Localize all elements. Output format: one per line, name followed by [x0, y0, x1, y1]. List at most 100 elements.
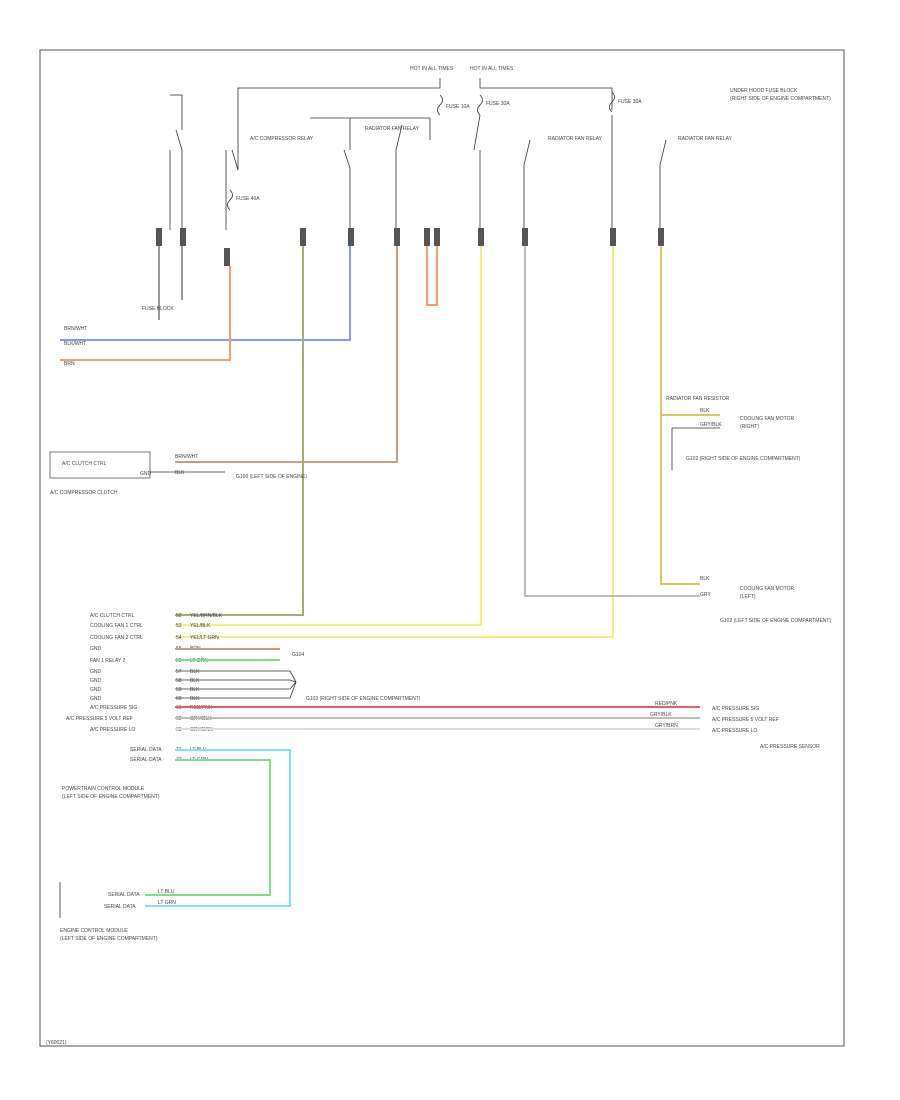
pcm-pin-label: FAN 1 RELAY 2 — [90, 658, 126, 664]
compressor-label: A/C COMPRESSOR CLUTCH — [50, 490, 118, 496]
pcm-pin-label: GND — [90, 646, 102, 652]
ground-ref-2: G104 — [292, 652, 304, 658]
under-hood-block-label: UNDER HOOD FUSE BLOCK — [730, 88, 798, 94]
pcm-pin-color: BLK — [190, 696, 200, 702]
bus-line-right — [479, 78, 613, 110]
diagram-border — [39, 49, 845, 1047]
pcm-pin-label: A/C PRESSURE SIG — [90, 705, 137, 711]
pcm-block: A/C CLUTCH CTRL 52 YEL/BRN/BLK COOLING F… — [66, 613, 223, 763]
sensor-wire-2: GRY/BLK — [650, 712, 672, 718]
pcm-pin-row: GND 58 BLK — [90, 678, 200, 684]
pcm-pin-color: YEL/BRN/BLK — [190, 613, 223, 619]
ecm-pin-2: SERIAL DATA — [104, 904, 136, 910]
compressor-clutch-box — [49, 451, 151, 479]
sensor-title: A/C PRESSURE SENSOR — [760, 744, 820, 750]
pcm-pin-row: A/C CLUTCH CTRL 52 YEL/BRN/BLK — [90, 613, 223, 619]
resistor-wire-1: BLK — [700, 408, 710, 414]
wire-olive — [175, 246, 304, 616]
fan-2-ground: G102 (LEFT SIDE OF ENGINE COMPARTMENT) — [720, 618, 831, 624]
ecm-wire-1: LT BLU — [158, 889, 175, 895]
pcm-subtitle: (LEFT SIDE OF ENGINE COMPARTMENT) — [62, 794, 160, 800]
pcm-pin-color: BLK — [190, 678, 200, 684]
relay-switch-4 — [473, 114, 531, 230]
ground-g100-label: G100 (LEFT SIDE OF ENGINE) — [236, 474, 307, 480]
pcm-pin-number: 53 — [176, 623, 182, 629]
left-conn-1: BRN/WHT — [64, 326, 87, 332]
sensor-wire-3: GRY/BRN — [655, 723, 678, 729]
relay-2-label: RADIATOR FAN RELAY — [365, 126, 420, 132]
fuse-b-label: FUSE 30A — [486, 101, 510, 107]
compressor-wire-1: BRN/WHT — [175, 454, 198, 460]
pcm-pin-row: GND 60 BLK — [90, 696, 200, 702]
relay-3-label: RADIATOR FAN RELAY — [548, 136, 603, 142]
relay-switch-5 — [611, 115, 667, 230]
pcm-pin-label: SERIAL DATA — [130, 747, 162, 753]
under-hood-block-sub: (RIGHT SIDE OF ENGINE COMPARTMENT) — [730, 96, 831, 102]
pcm-pin-number: 52 — [176, 613, 182, 619]
hot-label-left: HOT IN ALL TIMES — [410, 66, 454, 72]
resistor-wire-2: GRY/BLK — [700, 422, 722, 428]
wire-blue — [60, 246, 351, 341]
relay-1-label: A/C COMPRESSOR RELAY — [250, 136, 314, 142]
pcm-pin-label: A/C PRESSURE LO — [90, 727, 135, 733]
relay-switch-2 — [225, 149, 239, 230]
pcm-pin-row: GND 59 BLK — [90, 687, 200, 693]
sensor-pin-1: A/C PRESSURE SIG — [712, 706, 759, 712]
fan-ground-label: G102 (RIGHT SIDE OF ENGINE COMPARTMENT) — [686, 456, 801, 462]
wire-tan — [175, 246, 398, 463]
ground-wires — [175, 670, 297, 699]
pcm-pin-number: 60 — [176, 696, 182, 702]
wire-orange — [60, 266, 231, 361]
relay-4-label: RADIATOR FAN RELAY — [678, 136, 733, 142]
fuse-d-label: FUSE 40A — [236, 196, 260, 202]
footer-code: (Y60021) — [46, 1040, 67, 1046]
ecm-subtitle: (LEFT SIDE OF ENGINE COMPARTMENT) — [60, 936, 158, 942]
ecm-title: ENGINE CONTROL MODULE — [60, 928, 128, 934]
resistor-label: RADIATOR FAN RESISTOR — [666, 396, 730, 402]
wire-yellow-2 — [175, 246, 614, 638]
ecm-pin-1: SERIAL DATA — [108, 892, 140, 898]
wire-cyan-serial — [145, 749, 291, 907]
ecm-wire-2: LT GRN — [158, 900, 176, 906]
fan-2-wire-2: GRY — [700, 592, 711, 598]
pcm-pin-label: COOLING FAN 1 CTRL — [90, 623, 143, 629]
pcm-pin-row: COOLING FAN 2 CTRL 54 YEL/LT GRN — [90, 635, 219, 641]
pcm-pin-row: GND 57 BLK — [90, 669, 200, 675]
relay-switch-1 — [169, 94, 183, 230]
pcm-pin-label: SERIAL DATA — [130, 757, 162, 763]
pcm-pin-label: GND — [90, 678, 102, 684]
pcm-pin-label: GND — [90, 696, 102, 702]
ground-ref-1: G103 (RIGHT SIDE OF ENGINE COMPARTMENT) — [306, 696, 421, 702]
fuse-d — [227, 189, 233, 211]
compressor-wire-2: BLK — [175, 470, 185, 476]
pcm-title: POWERTRAIN CONTROL MODULE — [62, 786, 145, 792]
pcm-pin-row: COOLING FAN 1 CTRL 53 YEL/BLK — [90, 623, 211, 629]
fuse-b — [477, 94, 483, 116]
pcm-pin-label: GND — [90, 669, 102, 675]
fan-1-sub: (RIGHT) — [740, 424, 759, 430]
pcm-pin-color: YEL/BLK — [190, 623, 211, 629]
compressor-gnd-label: GND — [140, 471, 152, 477]
fan-2-label: COOLING FAN MOTOR — [740, 586, 794, 592]
fuse-a-label: FUSE 10A — [446, 104, 470, 110]
pcm-pin-color: BLK — [190, 687, 200, 693]
pcm-pin-number: 59 — [176, 687, 182, 693]
sensor-pin-3: A/C PRESSURE LO — [712, 728, 757, 734]
fuse-c — [609, 91, 615, 113]
bus-line-left — [237, 78, 441, 170]
fan-1-label: COOLING FAN MOTOR — [740, 416, 794, 422]
fan-2-wire-1: BLK — [700, 576, 710, 582]
sensor-pin-2: A/C PRESSURE 5 VOLT REF — [712, 717, 779, 723]
sensor-wire-1: RED/PNK — [655, 701, 678, 707]
left-conn-2: BLK/WHT — [64, 341, 86, 347]
pcm-pin-number: 58 — [176, 678, 182, 684]
pcm-pin-label: A/C CLUTCH CTRL — [90, 613, 135, 619]
wire-black-branch — [671, 427, 720, 470]
pcm-pin-label: COOLING FAN 2 CTRL — [90, 635, 143, 641]
pcm-pin-color: BLK — [190, 669, 200, 675]
fan-2-sub: (LEFT) — [740, 594, 756, 600]
relay-switch-3 — [343, 118, 431, 230]
fuse-block-ref: FUSE BLOCK — [142, 306, 174, 312]
wire-green-serial — [145, 759, 271, 896]
